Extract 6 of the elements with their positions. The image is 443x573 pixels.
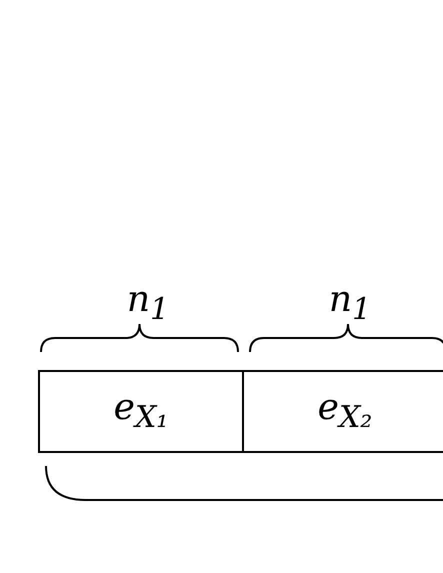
math-label: e$_{X₁}$ <box>114 390 168 434</box>
math-label: e$_{X₂}$ <box>318 390 372 434</box>
cell-box <box>38 370 244 453</box>
math-label: n$_{1}$ <box>328 282 372 326</box>
cell-box <box>242 370 443 453</box>
math-label: n$_{1}$ <box>126 282 170 326</box>
